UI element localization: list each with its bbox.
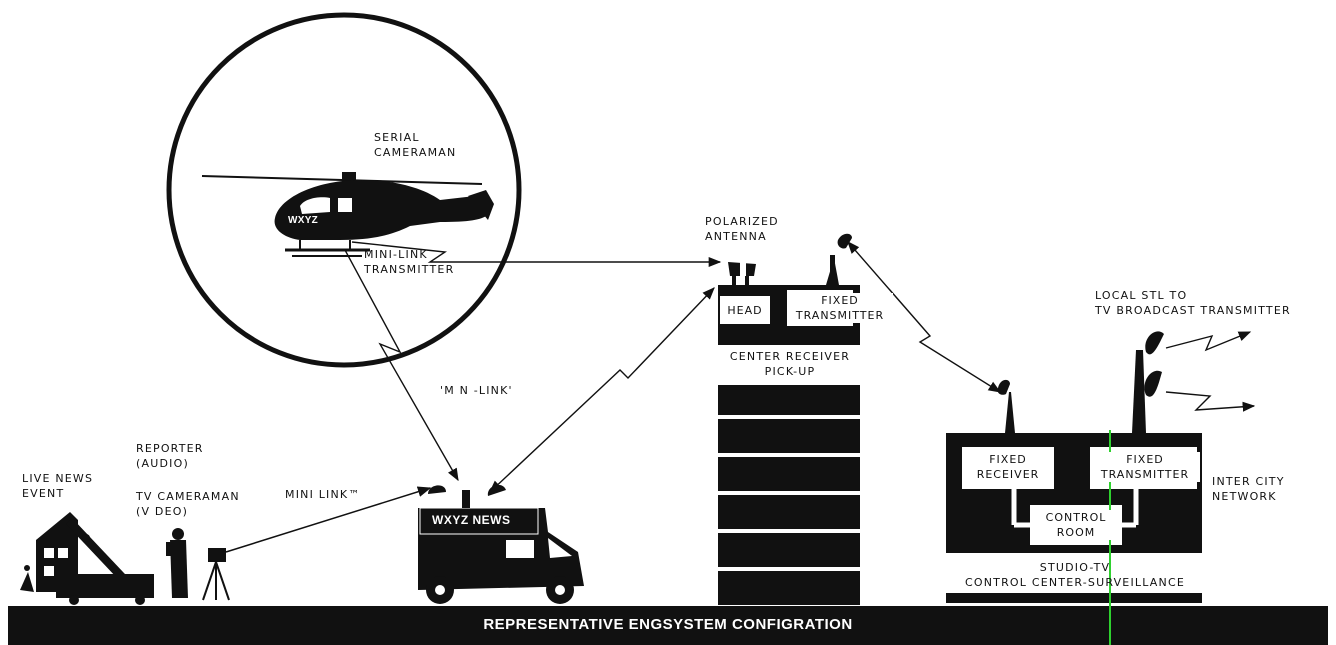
news-van-icon [418, 484, 584, 604]
live-news-line2: EVENT [22, 487, 65, 500]
reporter-line2: (AUDIO) [136, 457, 189, 470]
fixed-receiver-line1: FIXED [989, 453, 1027, 466]
live-news-line1: LIVE NEWS [22, 472, 94, 485]
helicopter-icon [201, 172, 494, 257]
inter-city-line1: INTER CITY [1212, 475, 1285, 488]
tower-fixed-transmitter-label: FIXED TRANSMITTER [787, 293, 893, 323]
reporter-icon [166, 528, 188, 598]
center-receiver-line2: PICK-UP [764, 365, 816, 378]
ground-bar [8, 606, 1328, 645]
tv-cameraman-line1: TV CAMERAMAN [136, 490, 240, 503]
studio-line2: CONTROL CENTER-SURVEILLANCE [965, 576, 1185, 589]
control-room-label: CONTROL ROOM [1030, 510, 1122, 540]
local-stl-line2: TV BROADCAST TRANSMITTER [1095, 304, 1291, 317]
mini-link-ground-label: MINI LINK™ [285, 487, 361, 502]
helicopter-inset-circle [166, 12, 522, 368]
inter-city-line2: NETWORK [1212, 490, 1277, 503]
helicopter-marking: WXYZ [288, 215, 319, 226]
live-news-event-label: LIVE NEWS EVENT [22, 471, 93, 501]
mini-link-transmitter-label: MINI-LINK TRANSMITTER [364, 247, 454, 277]
fixed-receiver-line2: RECEIVER [976, 468, 1040, 481]
reporter-line1: REPORTER [136, 442, 204, 455]
footer-title: REPRESENTATIVE ENGSYSTEM CONFIGRATION [483, 616, 853, 633]
live-news-event-icon [20, 512, 154, 605]
studio-line1: STUDIO-TV [1039, 561, 1111, 574]
signal-links [344, 241, 1256, 493]
aerial-cameraman-label: SERIAL CAMERAMAN [374, 130, 456, 160]
head-box-label: HEAD [722, 303, 768, 318]
polarized-antenna-label: POLARIZED ANTENNA [705, 214, 779, 244]
aerial-cameraman-line1: SERIAL [374, 131, 420, 144]
studio-fixed-transmitter-label: FIXED TRANSMITTER [1090, 452, 1200, 482]
tower-fixed-tx-line1: FIXED [821, 294, 859, 307]
center-receiver-label: CENTER RECEIVER PICK-UP [712, 349, 868, 379]
studio-label: STUDIO-TV CONTROL CENTER-SURVEILLANCE [940, 560, 1210, 590]
mini-link-tx-line2: TRANSMITTER [364, 263, 455, 276]
polarized-antenna-icon [728, 262, 756, 276]
tv-cameraman-label: TV CAMERAMAN (V DEO) [136, 489, 240, 519]
polarized-antenna-line1: POLARIZED [705, 215, 779, 228]
local-stl-label: LOCAL STL TO TV BROADCAST TRANSMITTER [1095, 288, 1291, 318]
reporter-label: REPORTER (AUDIO) [136, 441, 204, 471]
tv-camera-icon [202, 486, 432, 601]
center-receiver-line1: CENTER RECEIVER [729, 350, 851, 363]
mini-link-mid-text: 'M N -LINK' [440, 384, 513, 397]
tower-dish-icon [837, 233, 852, 249]
mini-link-mid-label: 'M N -LINK' [440, 383, 513, 398]
local-stl-line1: LOCAL STL TO [1095, 289, 1188, 302]
studio-fixed-tx-line1: FIXED [1126, 453, 1164, 466]
control-room-line2: ROOM [1056, 526, 1096, 539]
head-text: HEAD [727, 304, 763, 317]
inter-city-label: INTER CITY NETWORK [1212, 474, 1285, 504]
control-room-line1: CONTROL [1045, 511, 1107, 524]
van-sign: WXYZ NEWS [432, 513, 511, 527]
mini-link-tx-line1: MINI-LINK [364, 248, 428, 261]
mini-link-ground-text: MINI LINK™ [285, 488, 361, 501]
aerial-cameraman-line2: CAMERAMAN [374, 146, 457, 159]
tower-fixed-tx-line2: TRANSMITTER [795, 309, 885, 322]
fixed-receiver-label: FIXED RECEIVER [962, 452, 1054, 482]
tv-cameraman-line2: (V DEO) [136, 505, 189, 518]
studio-fixed-tx-line2: TRANSMITTER [1100, 468, 1190, 481]
polarized-antenna-line2: ANTENNA [705, 230, 767, 243]
